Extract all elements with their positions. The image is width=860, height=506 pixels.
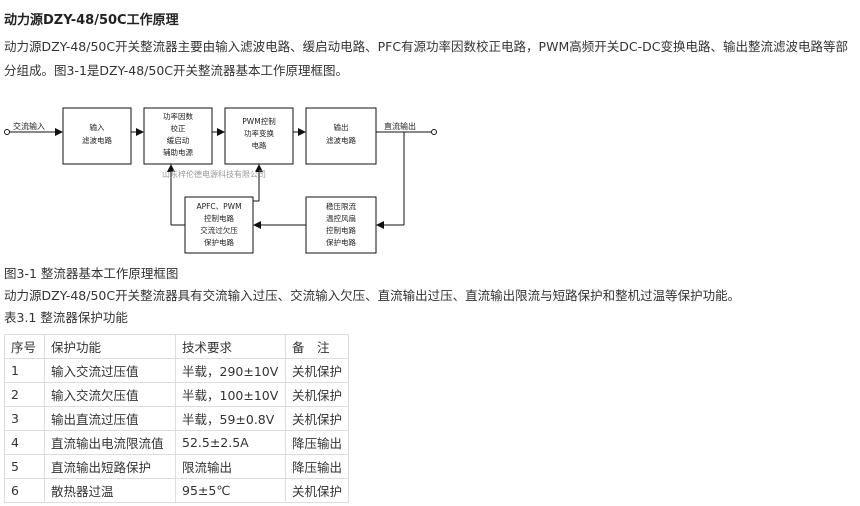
block-diagram: 交流输入 直流输出 输入 滤波电路 功率因数 校正 缓启动 辅助电源 PWM控制… (4, 107, 437, 254)
header-remark: 备 注 (284, 334, 350, 359)
table-row: 5 直流输出短路保护 限流输出 降压输出 (4, 454, 350, 479)
cell-function: 散热器过温 (44, 478, 176, 503)
block-pfc (143, 107, 213, 165)
block-input-filter (62, 107, 132, 165)
cell-requirement: 95±5℃ (175, 478, 286, 503)
protect-line-3: 控制电路 (326, 225, 356, 235)
table-row: 3 输出直流过压值 半载，59±0.8V 关机保护 (4, 406, 350, 431)
cell-index: 5 (4, 454, 45, 479)
pfc-line-4: 辅助电源 (163, 147, 193, 157)
block-output-filter (305, 107, 377, 165)
cell-requirement: 半载，290±10V (175, 358, 286, 383)
cell-remark: 降压输出 (284, 430, 350, 455)
pwm-line-3: 电路 (252, 140, 267, 150)
pfc-line-3: 缓启动 (167, 135, 190, 145)
cell-remark: 关机保护 (284, 406, 350, 431)
header-function: 保护功能 (44, 334, 176, 359)
pwm-line-1: PWM控制 (242, 116, 275, 126)
pwm-line-2: 功率变换 (244, 128, 274, 138)
output-filter-line-1: 输出 (334, 122, 349, 132)
protection-paragraph: 动力源DZY-48/50C开关整流器具有交流输入过压、交流输入欠压、直流输出过压… (4, 288, 741, 303)
cell-index: 3 (4, 406, 45, 431)
protect-line-1: 稳压限流 (326, 201, 356, 211)
cell-requirement: 半载，100±10V (175, 382, 286, 407)
cell-remark: 关机保护 (284, 478, 350, 503)
figure-caption: 图3-1 整流器基本工作原理框图 (4, 266, 179, 281)
cell-index: 4 (4, 430, 45, 455)
pfc-line-1: 功率因数 (163, 111, 193, 121)
cell-remark: 关机保护 (284, 358, 350, 383)
cell-requirement: 52.5±2.5A (175, 430, 286, 455)
protect-line-4: 保护电路 (326, 237, 356, 247)
page-title: 动力源DZY-48/50C工作原理 (4, 13, 179, 28)
table-row: 6 散热器过温 95±5℃ 关机保护 (4, 478, 350, 503)
cell-function: 直流输出短路保护 (44, 454, 176, 479)
apfc-line-2: 控制电路 (204, 213, 234, 223)
cell-remark: 关机保护 (284, 382, 350, 407)
cell-remark: 降压输出 (284, 454, 350, 479)
protection-table: 序号 保护功能 技术要求 备 注 1 输入交流过压值 半载，290±10V 关机… (4, 334, 350, 503)
apfc-line-1: APFC、PWM (196, 202, 241, 211)
table-caption: 表3.1 整流器保护功能 (4, 310, 128, 325)
watermark-text: 山东梓伦德电源科技有限公司 (162, 169, 266, 179)
output-label: 直流输出 (384, 121, 416, 131)
pfc-line-2: 校正 (171, 123, 186, 133)
apfc-line-4: 保护电路 (204, 237, 234, 247)
input-filter-line-2: 滤波电路 (82, 135, 112, 145)
header-requirement: 技术要求 (175, 334, 286, 359)
cell-function: 输入交流欠压值 (44, 382, 176, 407)
table-row: 1 输入交流过压值 半载，290±10V 关机保护 (4, 358, 350, 383)
cell-requirement: 限流输出 (175, 454, 286, 479)
output-filter-line-2: 滤波电路 (326, 135, 356, 145)
table-row: 4 直流输出电流限流值 52.5±2.5A 降压输出 (4, 430, 350, 455)
table-row: 2 输入交流欠压值 半载，100±10V 关机保护 (4, 382, 350, 407)
cell-index: 6 (4, 478, 45, 503)
intro-paragraph: 动力源DZY-48/50C开关整流器主要由输入滤波电路、缓启动电路、PFC有源功… (4, 39, 848, 78)
cell-function: 输入交流过压值 (44, 358, 176, 383)
input-label: 交流输入 (13, 121, 45, 131)
input-filter-line-1: 输入 (90, 122, 105, 132)
cell-function: 输出直流过压值 (44, 406, 176, 431)
cell-function: 直流输出电流限流值 (44, 430, 176, 455)
apfc-line-3: 交流过欠压 (200, 225, 238, 235)
protect-line-2: 温控风扇 (326, 213, 356, 223)
cell-requirement: 半载，59±0.8V (175, 406, 286, 431)
cell-index: 1 (4, 358, 45, 383)
cell-index: 2 (4, 382, 45, 407)
header-index: 序号 (4, 334, 45, 359)
table-header-row: 序号 保护功能 技术要求 备 注 (4, 334, 350, 359)
